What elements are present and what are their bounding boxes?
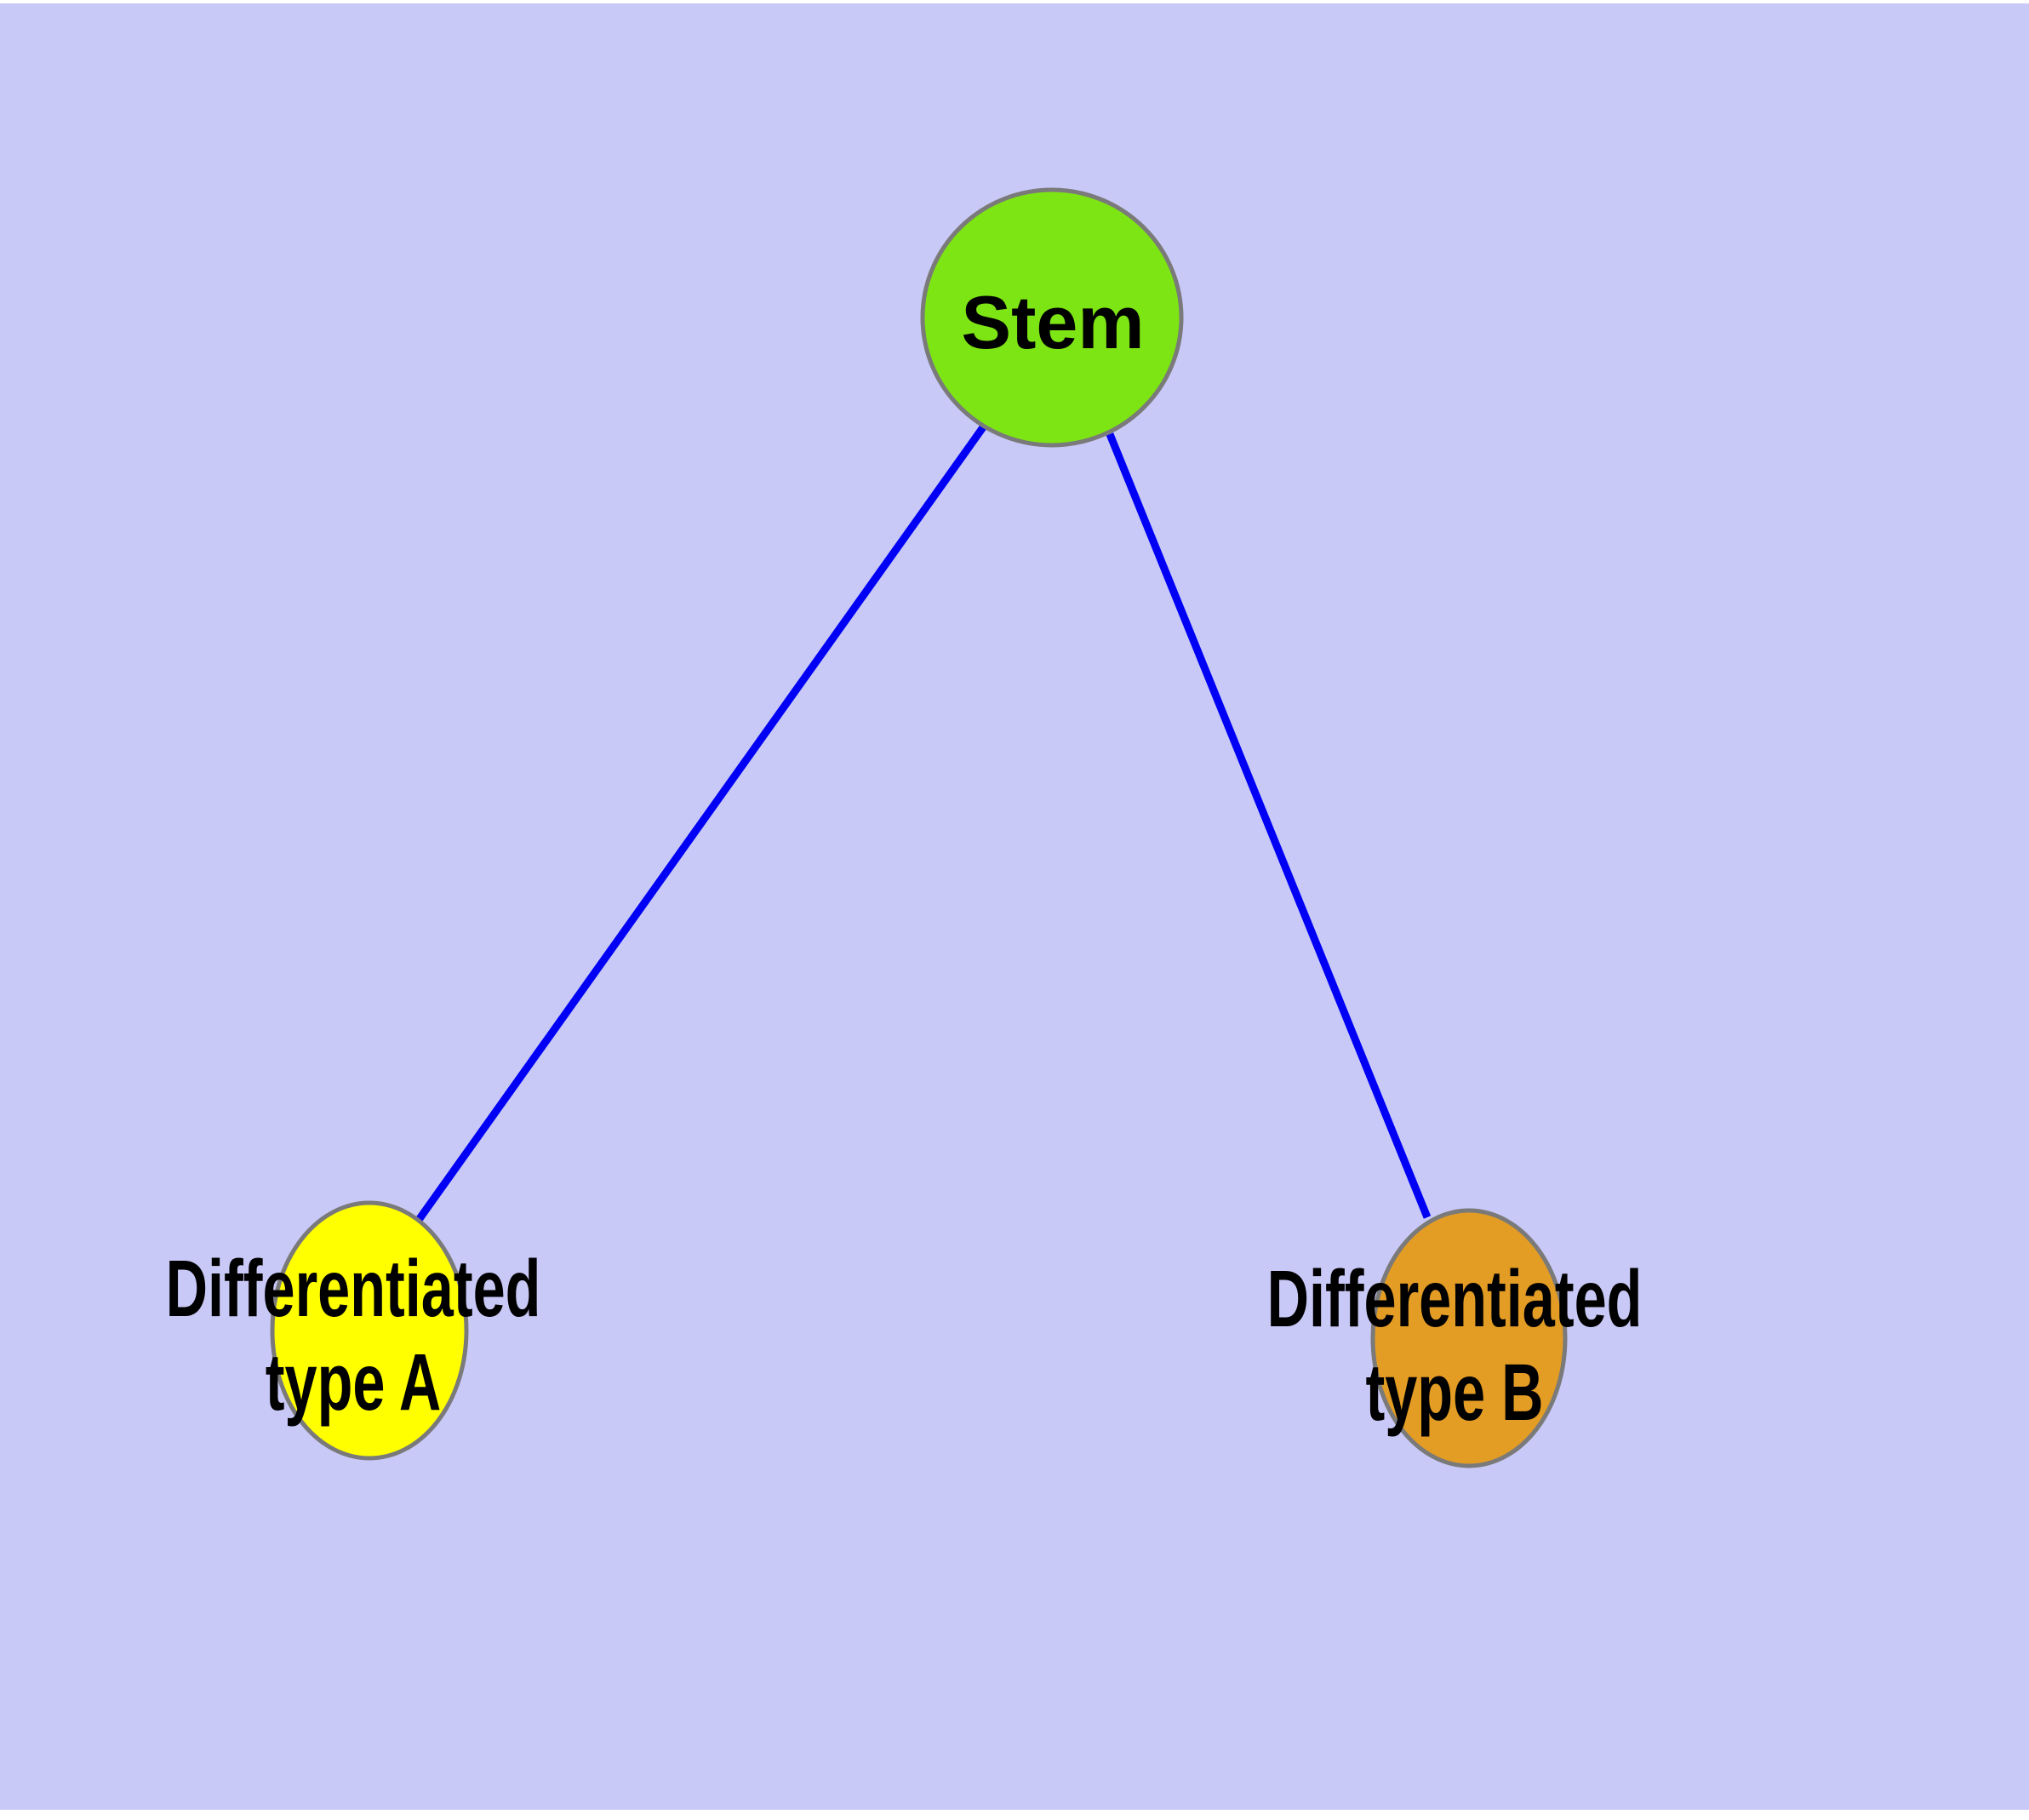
node-stem-shape [920, 187, 1184, 448]
node-differentiated-type-a-shape [270, 1200, 469, 1461]
diagram-scene: Stem Differentiated type A Differentiate… [0, 3, 2029, 1820]
edge-stem-to-type-b [1106, 432, 1432, 1219]
diagram-canvas: Stem Differentiated type A Differentiate… [0, 3, 2029, 1810]
node-differentiated-type-b-shape [1370, 1208, 1568, 1468]
edge-stem-to-type-a [415, 425, 986, 1222]
diagram-graphics [270, 187, 1568, 1468]
